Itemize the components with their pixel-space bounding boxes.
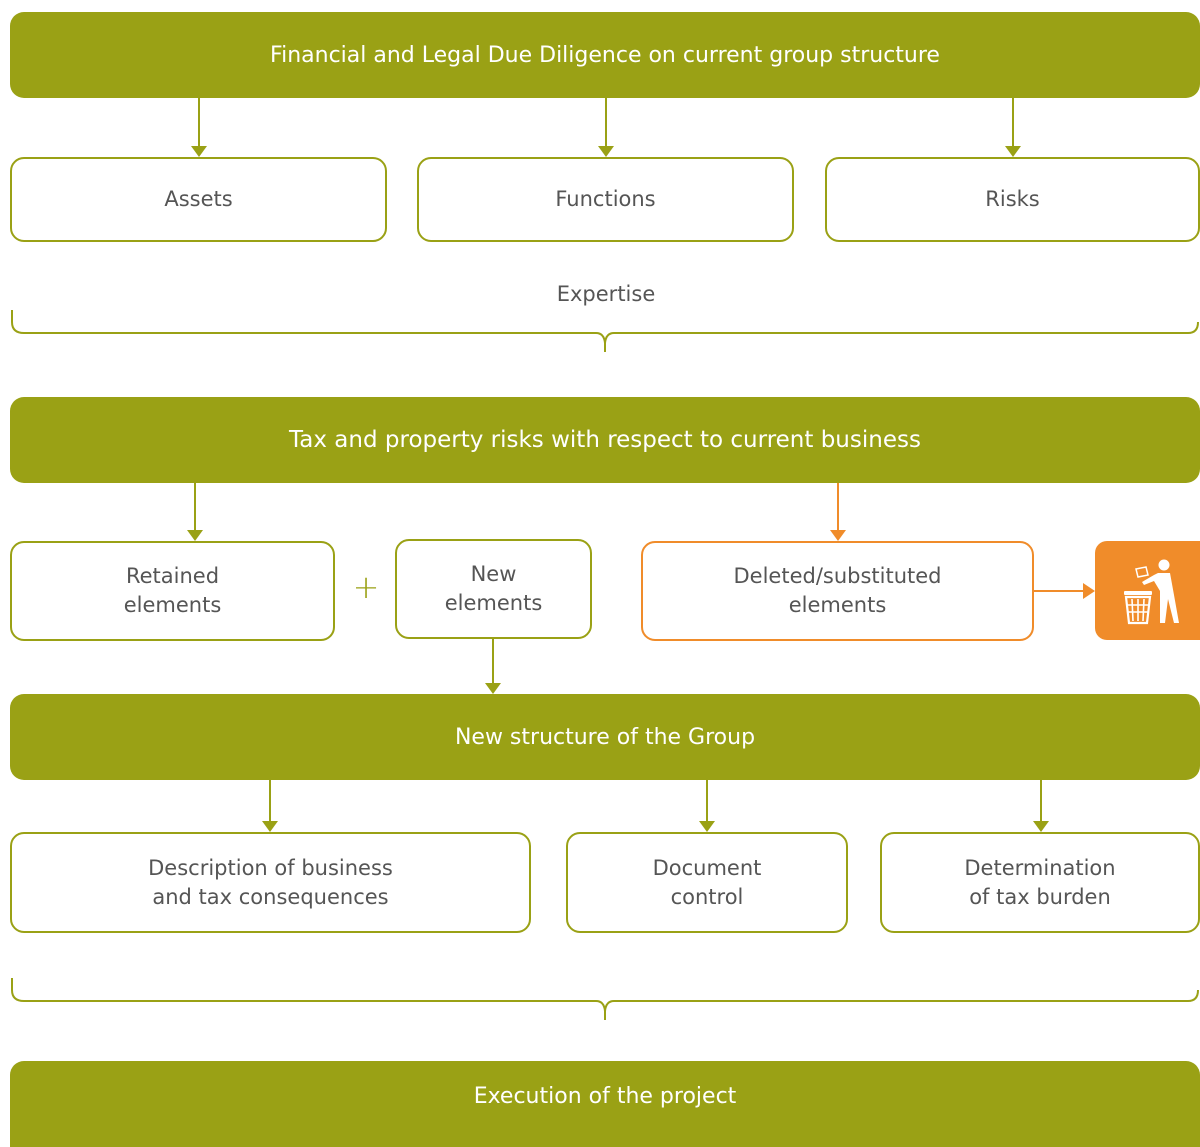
tax-risks-bar: Tax and property risks with respect to c… (10, 397, 1200, 483)
functions-label: Functions (555, 187, 656, 211)
plus-sign: + (352, 568, 380, 606)
new-structure-label: New structure of the Group (454, 724, 756, 750)
arrow-to-trash (1034, 583, 1095, 599)
arrow-to-structure (485, 638, 501, 694)
functions-box: Functions (417, 157, 794, 242)
arrow-to-functions (598, 98, 614, 157)
document-control-label: Document control (652, 855, 762, 909)
arrow-to-determination (1033, 780, 1049, 832)
description-label: Description of business and tax conseque… (148, 855, 393, 909)
expertise-label: Expertise (556, 282, 656, 306)
due-diligence-label: Financial and Legal Due Diligence on cur… (270, 42, 940, 68)
execution-bar: Execution of the project (10, 1061, 1200, 1147)
deleted-elements-label: Deleted/substituted elements (733, 564, 942, 617)
arrow-to-description (262, 780, 278, 832)
assets-box: Assets (10, 157, 387, 242)
new-structure-bar: New structure of the Group (10, 694, 1200, 780)
retained-elements-label: Retained elements (123, 564, 222, 617)
new-elements-box: New elements (395, 539, 592, 639)
arrow-to-document (699, 780, 715, 832)
arrow-to-retained (187, 483, 203, 541)
outputs-brace (11, 978, 1199, 1020)
assets-label: Assets (164, 187, 233, 211)
tax-burden-label: Determination of tax burden (964, 855, 1116, 909)
due-diligence-bar: Financial and Legal Due Diligence on cur… (10, 12, 1200, 98)
deleted-elements-box: Deleted/substituted elements (641, 541, 1034, 641)
retained-elements-box: Retained elements (10, 541, 335, 641)
risks-label: Risks (985, 187, 1040, 211)
trash-tile (1095, 541, 1200, 640)
description-box: Description of business and tax conseque… (10, 832, 531, 933)
execution-label: Execution of the project (473, 1083, 737, 1109)
arrow-to-assets (191, 98, 207, 157)
expertise-brace (11, 310, 1199, 352)
arrow-to-deleted (830, 483, 846, 541)
tax-risks-label: Tax and property risks with respect to c… (289, 427, 921, 453)
trash-bin-icon (1123, 559, 1179, 624)
document-control-box: Document control (566, 832, 848, 933)
new-elements-label: New elements (444, 562, 543, 615)
risks-box: Risks (825, 157, 1200, 242)
arrow-to-risks (1005, 98, 1021, 157)
tax-burden-box: Determination of tax burden (880, 832, 1200, 933)
